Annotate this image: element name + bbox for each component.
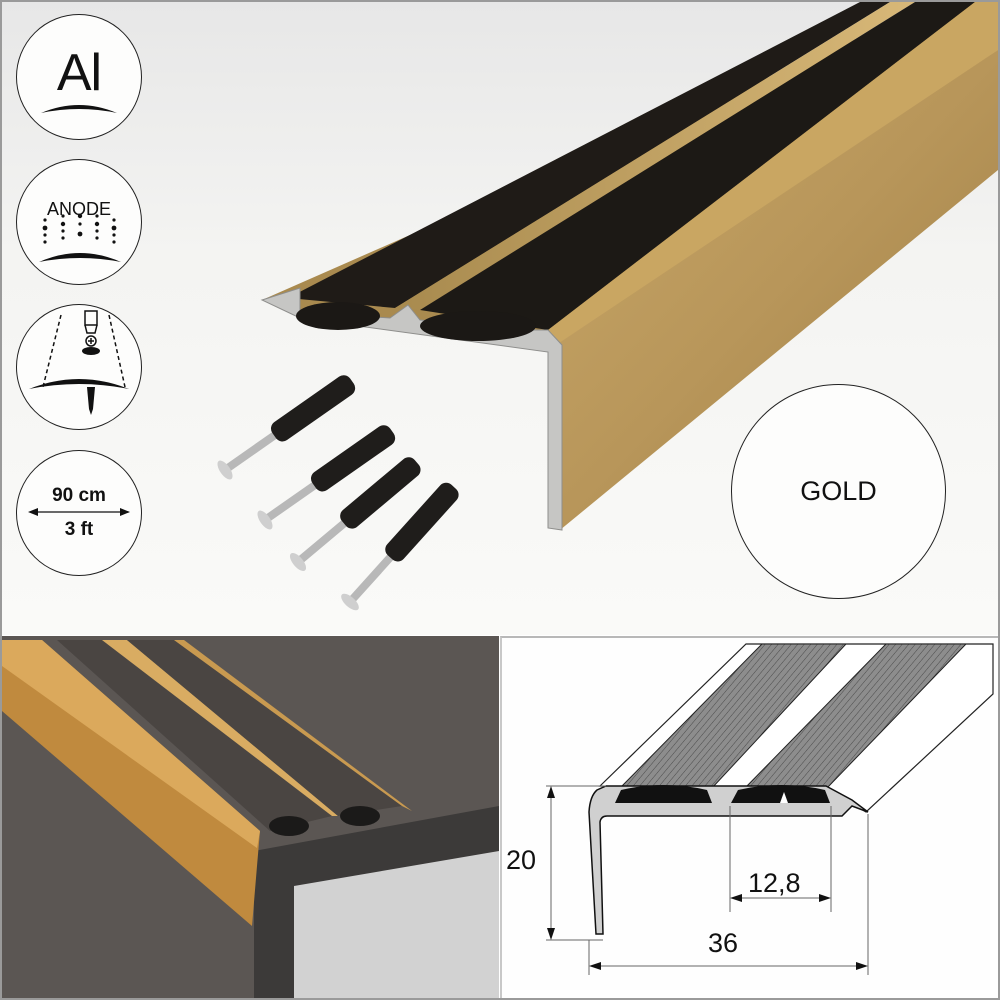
colour-badge: GOLD xyxy=(731,384,946,599)
height-dimension-label: 20 xyxy=(506,845,537,875)
total-width-dimension-label: 36 xyxy=(708,928,739,958)
wall-plugs-and-screws xyxy=(217,375,459,611)
aluminium-material-badge: Al xyxy=(16,14,142,140)
anode-dots-icon xyxy=(39,213,121,262)
material-label: Al xyxy=(56,44,102,102)
insert-width-dimension-label: 12,8 xyxy=(748,868,801,898)
arc-icon xyxy=(41,105,117,113)
screw-installation-icon xyxy=(29,310,129,415)
stair-nosing-product-image xyxy=(217,2,998,611)
installed-stair-photo xyxy=(2,636,499,998)
double-arrow-icon xyxy=(28,508,130,516)
product-photo-panel: Al ANODE xyxy=(2,2,998,635)
installed-nosing-render xyxy=(2,636,499,998)
profile-cross-section-diagram xyxy=(546,643,994,975)
technical-drawing-panel: 20 12,8 36 xyxy=(500,636,998,998)
finish-label: ANODE xyxy=(46,198,111,219)
length-metric: 90 cm xyxy=(52,485,106,507)
length-imperial: 3 ft xyxy=(64,519,94,540)
screw-fixing-badge xyxy=(16,304,142,430)
colour-label: GOLD xyxy=(800,476,877,506)
anodised-finish-badge: ANODE xyxy=(16,159,142,285)
length-badge: 90 cm 3 ft xyxy=(16,450,142,576)
